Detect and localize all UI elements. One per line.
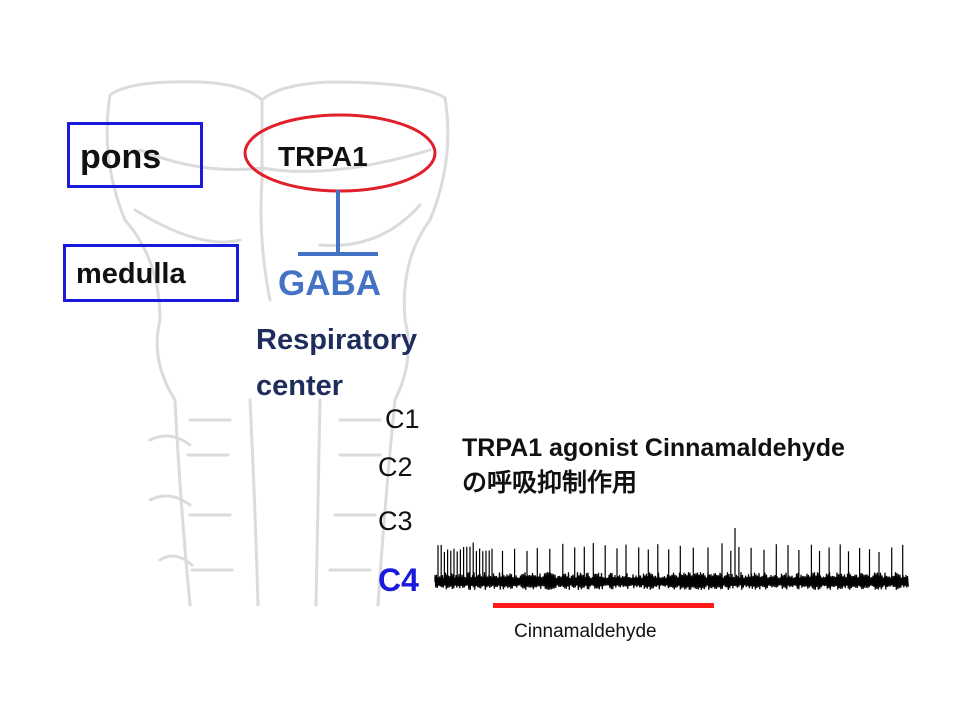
- stimulus-label: Cinnamaldehyde: [514, 621, 657, 642]
- trpa1-label: TRPA1: [278, 141, 368, 172]
- segment-c2-label: C2: [378, 452, 413, 482]
- medulla-box: [63, 244, 239, 302]
- respiratory-center-line2: center: [256, 370, 344, 402]
- c4-nerve-recording-trace: [434, 528, 909, 591]
- medulla-label: medulla: [76, 258, 186, 290]
- pons-box: [67, 122, 203, 188]
- segment-c4-label: C4: [378, 562, 419, 598]
- figure-title-line1: TRPA1 agonist Cinnamaldehyde: [462, 434, 845, 462]
- segment-c1-label: C1: [385, 404, 420, 434]
- inhibition-t-bar-icon: [243, 113, 437, 256]
- trace-noise: [434, 572, 909, 591]
- segment-c3-label: C3: [378, 506, 413, 536]
- stimulus-bar: [493, 603, 714, 608]
- figure-title-line2: の呼吸抑制作用: [462, 469, 638, 497]
- gaba-label: GABA: [278, 264, 382, 303]
- respiratory-center-line1: Respiratory: [256, 324, 418, 356]
- pons-label: pons: [80, 138, 162, 176]
